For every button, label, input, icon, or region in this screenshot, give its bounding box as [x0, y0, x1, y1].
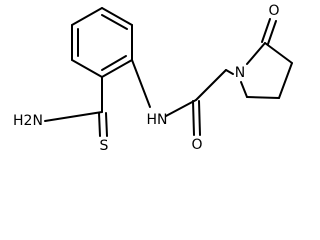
ring-bond [71, 59, 103, 78]
single-bond [165, 99, 197, 117]
aromatic-inner-bond [101, 55, 127, 71]
benzene-ring [71, 7, 133, 78]
single-bond [44, 111, 103, 122]
ring-nitrogen-label: N [235, 65, 245, 81]
aromatic-inner-bond [101, 14, 128, 30]
ring-bond [278, 62, 293, 99]
ring-bond [71, 7, 103, 26]
double-bond [198, 100, 201, 136]
ring-bond [246, 42, 266, 65]
amide-oxygen-label: O [191, 137, 202, 153]
single-bond [131, 59, 151, 108]
lactam-oxygen-label: O [268, 3, 279, 19]
chemical-structure: H2N S HN O N O [13, 3, 293, 154]
ring-bond [264, 42, 293, 64]
amide-nh-label: HN [147, 112, 168, 128]
ring-bond [240, 81, 248, 98]
ring-bond [101, 59, 133, 78]
ring-bond [246, 96, 280, 99]
double-bond [261, 18, 271, 43]
sulfur-label: S [100, 138, 109, 154]
thioamide-group: H2N S [13, 76, 109, 154]
ring-bond [101, 7, 133, 26]
pyrrolidinone-ring: N O [225, 3, 293, 99]
double-bond [192, 100, 195, 136]
single-bond [225, 69, 234, 75]
single-bond [195, 69, 227, 101]
double-bond [98, 112, 101, 137]
double-bond [267, 20, 277, 45]
double-bond [105, 112, 108, 137]
amide-linker: HN O [131, 59, 227, 153]
amine-nh2-label: H2N [13, 113, 43, 129]
